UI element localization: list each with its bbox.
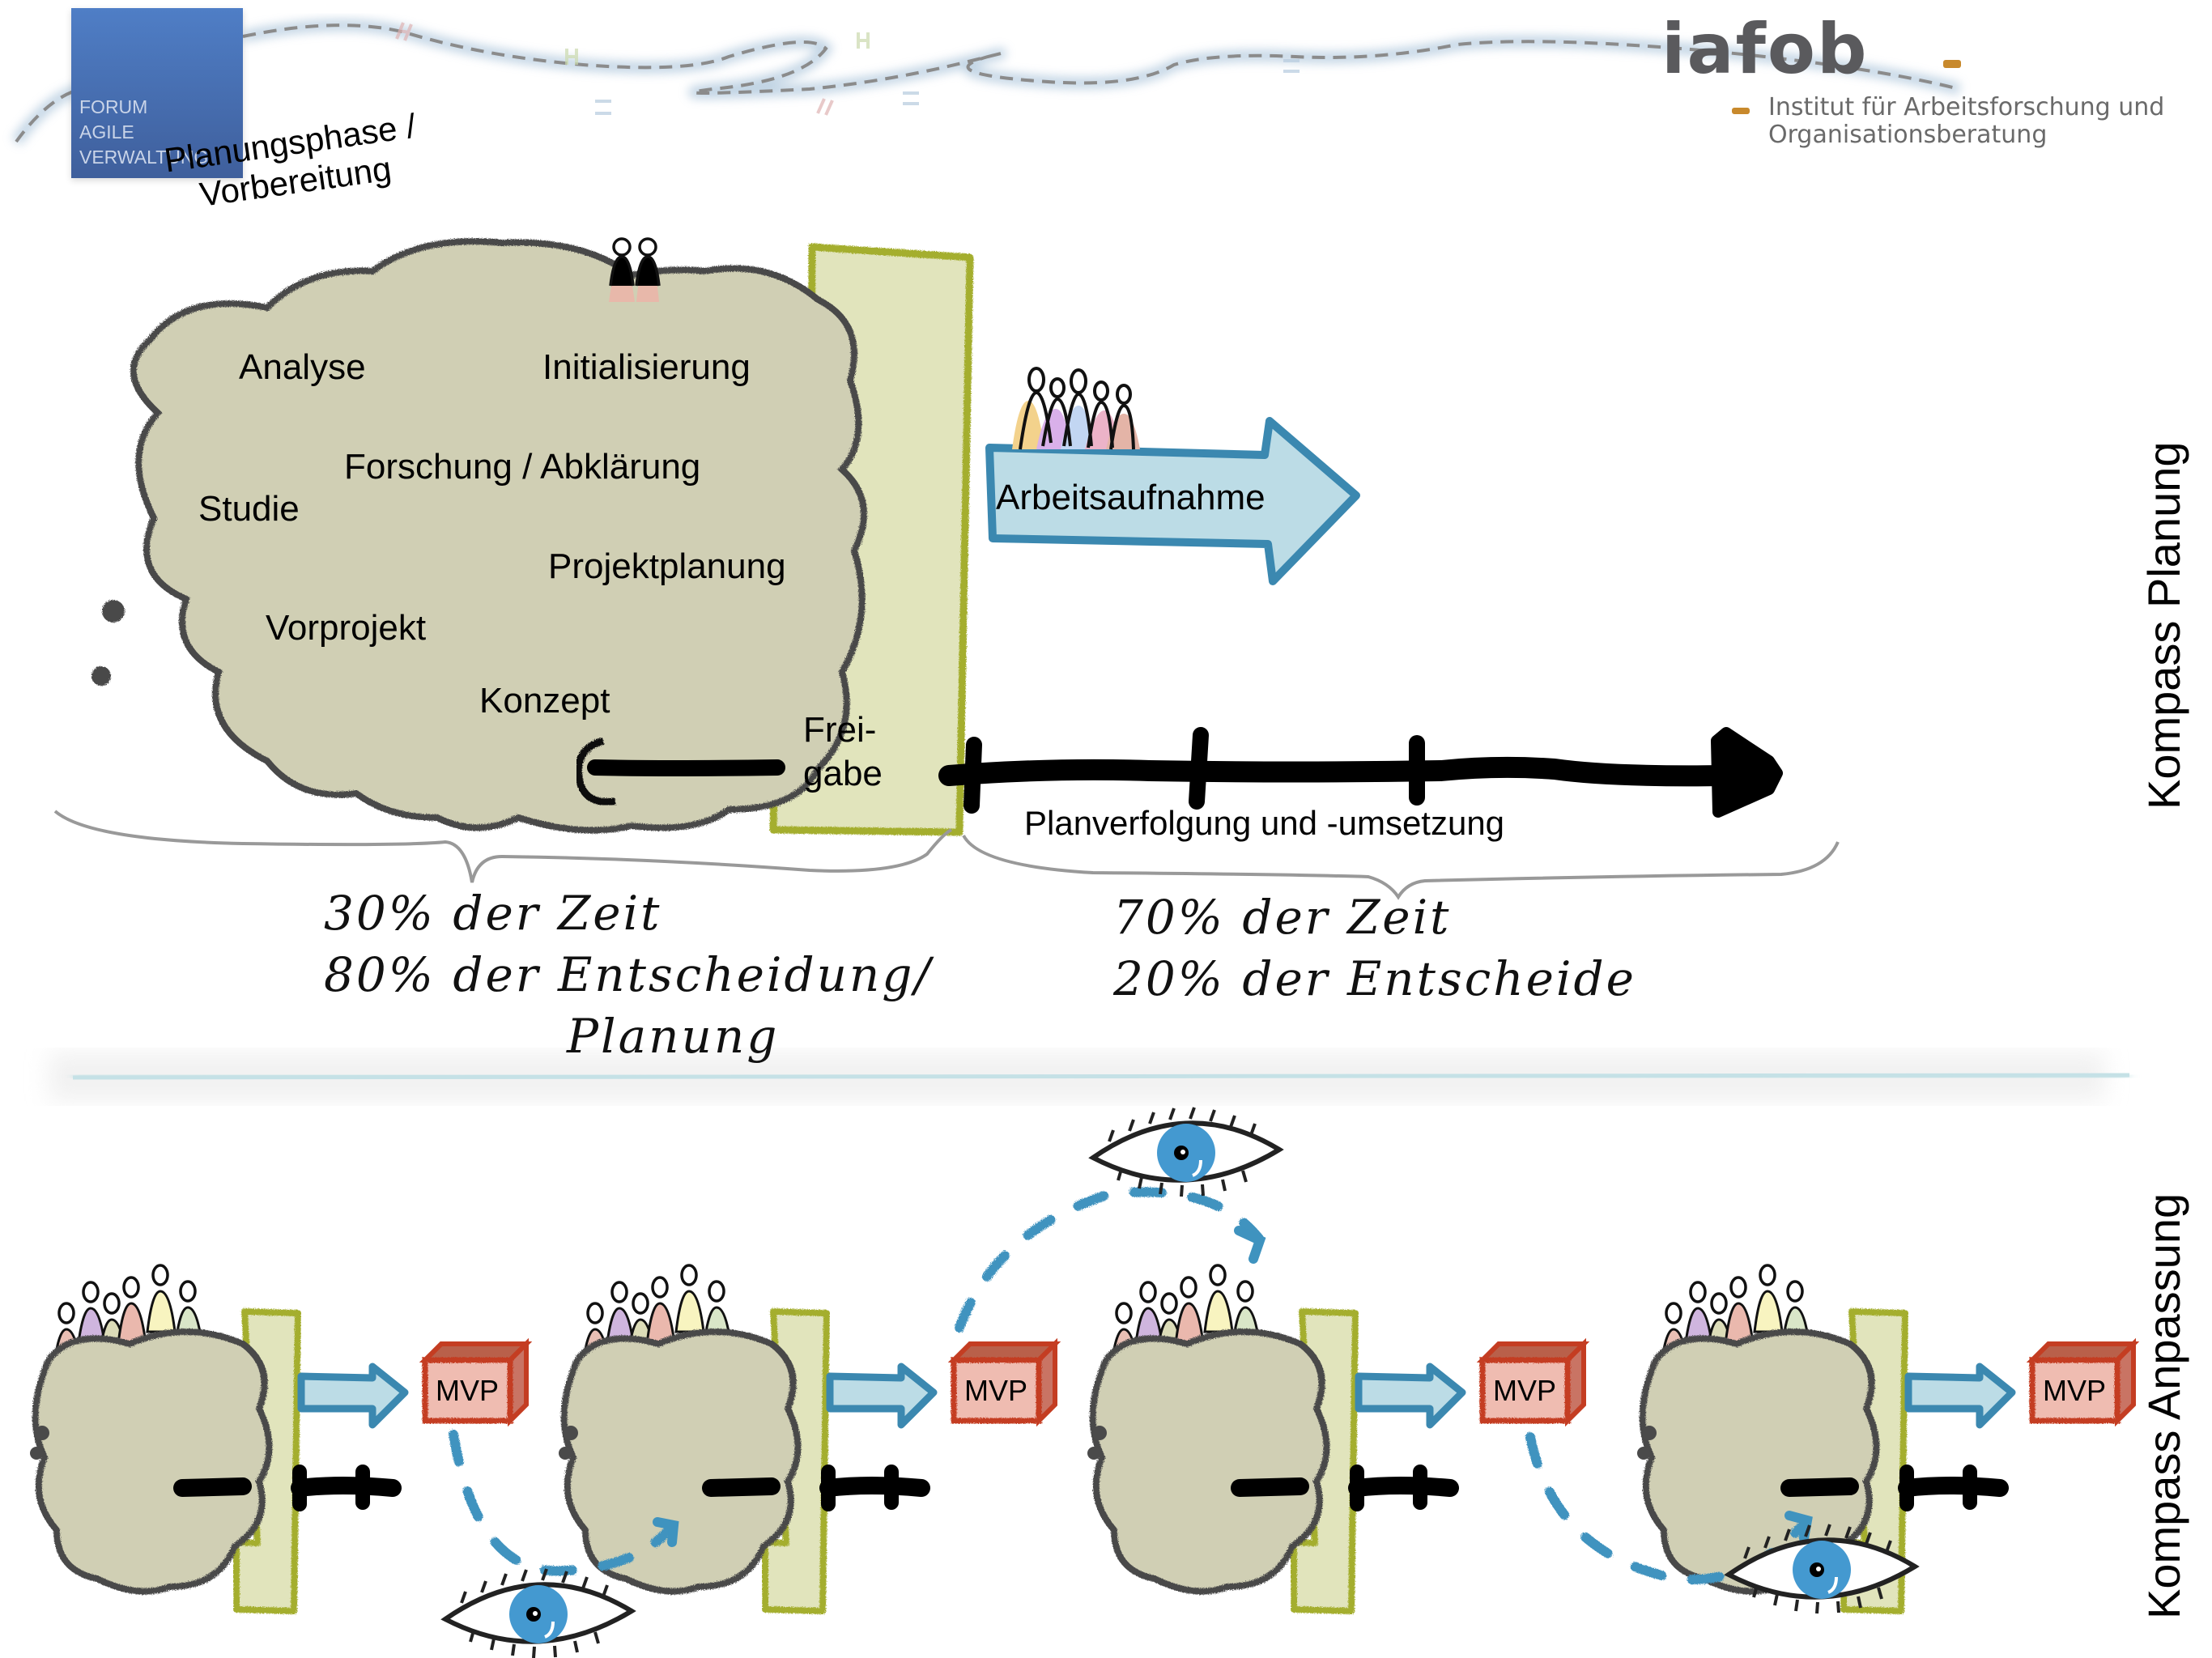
timeline-label: Planverfolgung und -umsetzung	[1024, 804, 1505, 842]
person-head	[1180, 1276, 1197, 1299]
person-head	[1729, 1276, 1747, 1299]
person-head	[1689, 1281, 1707, 1303]
person-head	[1786, 1280, 1804, 1303]
section-label-anpassung: Kompass Anpassung	[2138, 1192, 2189, 1619]
mvp-label: MVP	[1493, 1374, 1556, 1407]
feedback-arc-2	[955, 1187, 1264, 1333]
flow-arrow	[1355, 1363, 1466, 1429]
person-head	[1115, 1302, 1133, 1324]
person-head	[610, 1281, 628, 1303]
person-icon	[1203, 1290, 1234, 1333]
mvp-box	[422, 1357, 513, 1424]
gate-label: Frei- gabe	[803, 708, 883, 796]
mvp-box	[1479, 1357, 1571, 1424]
note-line: 30% der Zeit	[324, 886, 662, 941]
cloud-item-projektplanung: Projektplanung	[548, 546, 786, 586]
person-head	[151, 1264, 169, 1286]
cloud-shape	[32, 1329, 273, 1595]
logo-accent-dash	[1732, 108, 1750, 114]
person-icon	[1724, 1302, 1755, 1346]
cloud-item-forschung: Forschung / Abklärung	[344, 447, 701, 487]
cloud-item-studie: Studie	[198, 489, 300, 529]
person-head	[82, 1281, 100, 1303]
mvp-label: MVP	[436, 1374, 499, 1407]
logo-line: FORUM	[79, 96, 148, 117]
cloud-item-vorprojekt: Vorprojekt	[266, 608, 427, 648]
iafob-subtitle: Institut für Arbeitsforschung und Organi…	[1768, 94, 2212, 149]
flow-arrow	[1904, 1363, 2016, 1429]
person-icon	[1174, 1302, 1205, 1346]
logo-line: VERWALTUNG	[79, 147, 209, 168]
flow-arrow	[826, 1363, 938, 1429]
arbeitsaufnahme-arrow	[985, 417, 1360, 585]
note-line: 80% der Entscheidung/	[324, 947, 933, 1002]
person-head	[1236, 1280, 1254, 1303]
mvp-box	[951, 1357, 1042, 1424]
person-icon	[645, 1302, 676, 1346]
forum-agile-verwaltung-logo: FORUM AGILE VERWALTUNG	[71, 8, 243, 178]
subtitle-line: Organisationsberatung	[1768, 121, 2048, 149]
logo-accent-dash	[1943, 60, 1961, 68]
person-head	[1665, 1302, 1682, 1324]
mvp-label: MVP	[2043, 1374, 2106, 1407]
feedback-arc-1	[449, 1430, 677, 1576]
timeline-arrow	[938, 727, 1783, 818]
timeline-segment	[173, 1477, 252, 1497]
note-line: Planung	[567, 1009, 780, 1064]
left-note: 30% der Zeit 80% der Entscheidung/ Planu…	[324, 882, 933, 1067]
subtitle-line: Institut für Arbeitsforschung und	[1768, 93, 2165, 121]
person-head	[57, 1302, 75, 1324]
right-note: 70% der Zeit 20% der Entscheide	[1113, 886, 1636, 1010]
timeline-segment	[291, 1477, 402, 1497]
iafob-logo: iafob Institut für Arbeitsforschung und …	[1661, 9, 2164, 149]
iafob-wordmark: iafob	[1661, 9, 1869, 90]
person-head	[1209, 1264, 1227, 1286]
adaptation-cycle: MVP	[30, 1264, 533, 1614]
eye-icon	[445, 1569, 632, 1658]
person-icon	[146, 1290, 177, 1333]
person-head	[651, 1276, 669, 1299]
person-head	[1710, 1292, 1728, 1315]
timeline-segment	[819, 1477, 930, 1497]
gate-label-line: Frei-	[803, 710, 877, 750]
flow-arrow	[297, 1363, 409, 1429]
cloud-shape	[560, 1329, 802, 1595]
eye-icon	[1093, 1107, 1279, 1197]
person-icon	[674, 1290, 705, 1333]
mvp-box	[2029, 1357, 2121, 1424]
note-line: 70% der Zeit	[1113, 890, 1452, 945]
person-head	[122, 1276, 140, 1299]
logo-line: AGILE	[79, 121, 134, 142]
person-head	[1759, 1264, 1776, 1286]
person-icon	[1753, 1290, 1784, 1333]
section-label-planung: Kompass Planung	[2138, 441, 2189, 810]
timeline-segment	[1231, 1477, 1309, 1497]
cloud-item-initialisierung: Initialisierung	[542, 347, 751, 387]
cloud-item-analyse: Analyse	[239, 347, 366, 387]
timeline-segment	[1780, 1477, 1859, 1497]
person-head	[179, 1280, 197, 1303]
planning-cloud	[130, 238, 867, 834]
adaptation-cycle: MVP	[1637, 1264, 2140, 1614]
cloud-item-konzept: Konzept	[479, 681, 610, 721]
gate-label-line: gabe	[803, 754, 883, 793]
adaptation-cycle: MVP	[559, 1264, 1061, 1614]
person-head	[1139, 1281, 1157, 1303]
mvp-label: MVP	[964, 1374, 1027, 1407]
note-line: 20% der Entscheide	[1113, 951, 1636, 1006]
adaptation-cycle: MVP	[1087, 1264, 1590, 1614]
cloud-shape	[1089, 1329, 1330, 1595]
arrow-label: Arbeitsaufnahme	[996, 478, 1266, 517]
person-head	[708, 1280, 725, 1303]
timeline-segment	[702, 1477, 781, 1497]
person-icon	[117, 1302, 147, 1346]
person-head	[103, 1292, 121, 1315]
person-head	[632, 1292, 649, 1315]
person-head	[586, 1302, 604, 1324]
timeline-segment	[1348, 1477, 1459, 1497]
person-head	[1160, 1292, 1178, 1315]
timeline-segment	[1898, 1477, 2009, 1497]
person-head	[680, 1264, 698, 1286]
